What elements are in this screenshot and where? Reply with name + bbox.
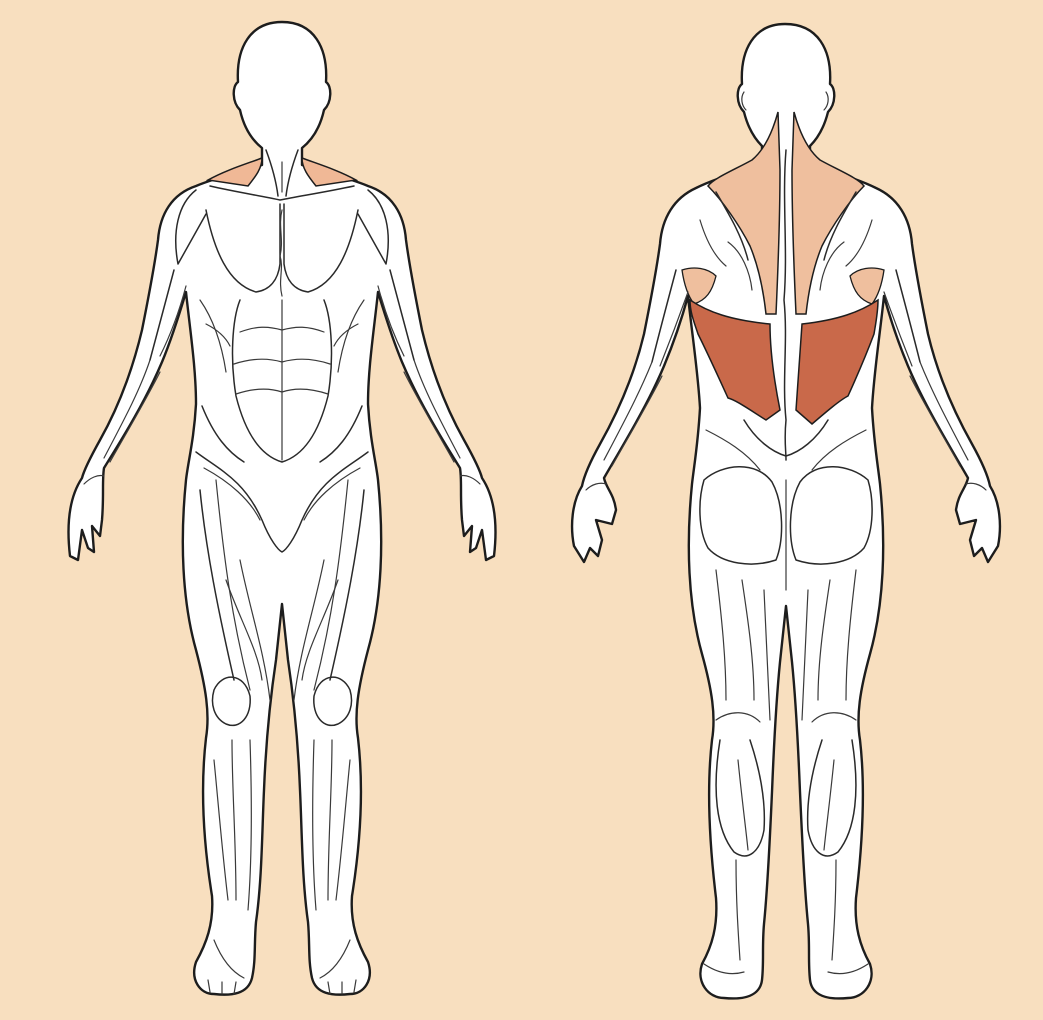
front-figure xyxy=(67,20,497,996)
back-teres-right xyxy=(849,267,885,305)
front-trapezius-left xyxy=(205,156,263,187)
front-body-silhouette xyxy=(67,20,497,996)
back-trapezius-left xyxy=(707,111,781,315)
back-trapezius-right xyxy=(791,111,865,315)
back-teres-left xyxy=(681,267,717,305)
front-trapezius-right xyxy=(301,156,359,187)
back-latissimus-right xyxy=(795,298,879,425)
back-latissimus-left xyxy=(689,298,781,421)
back-figure xyxy=(570,22,1002,1000)
